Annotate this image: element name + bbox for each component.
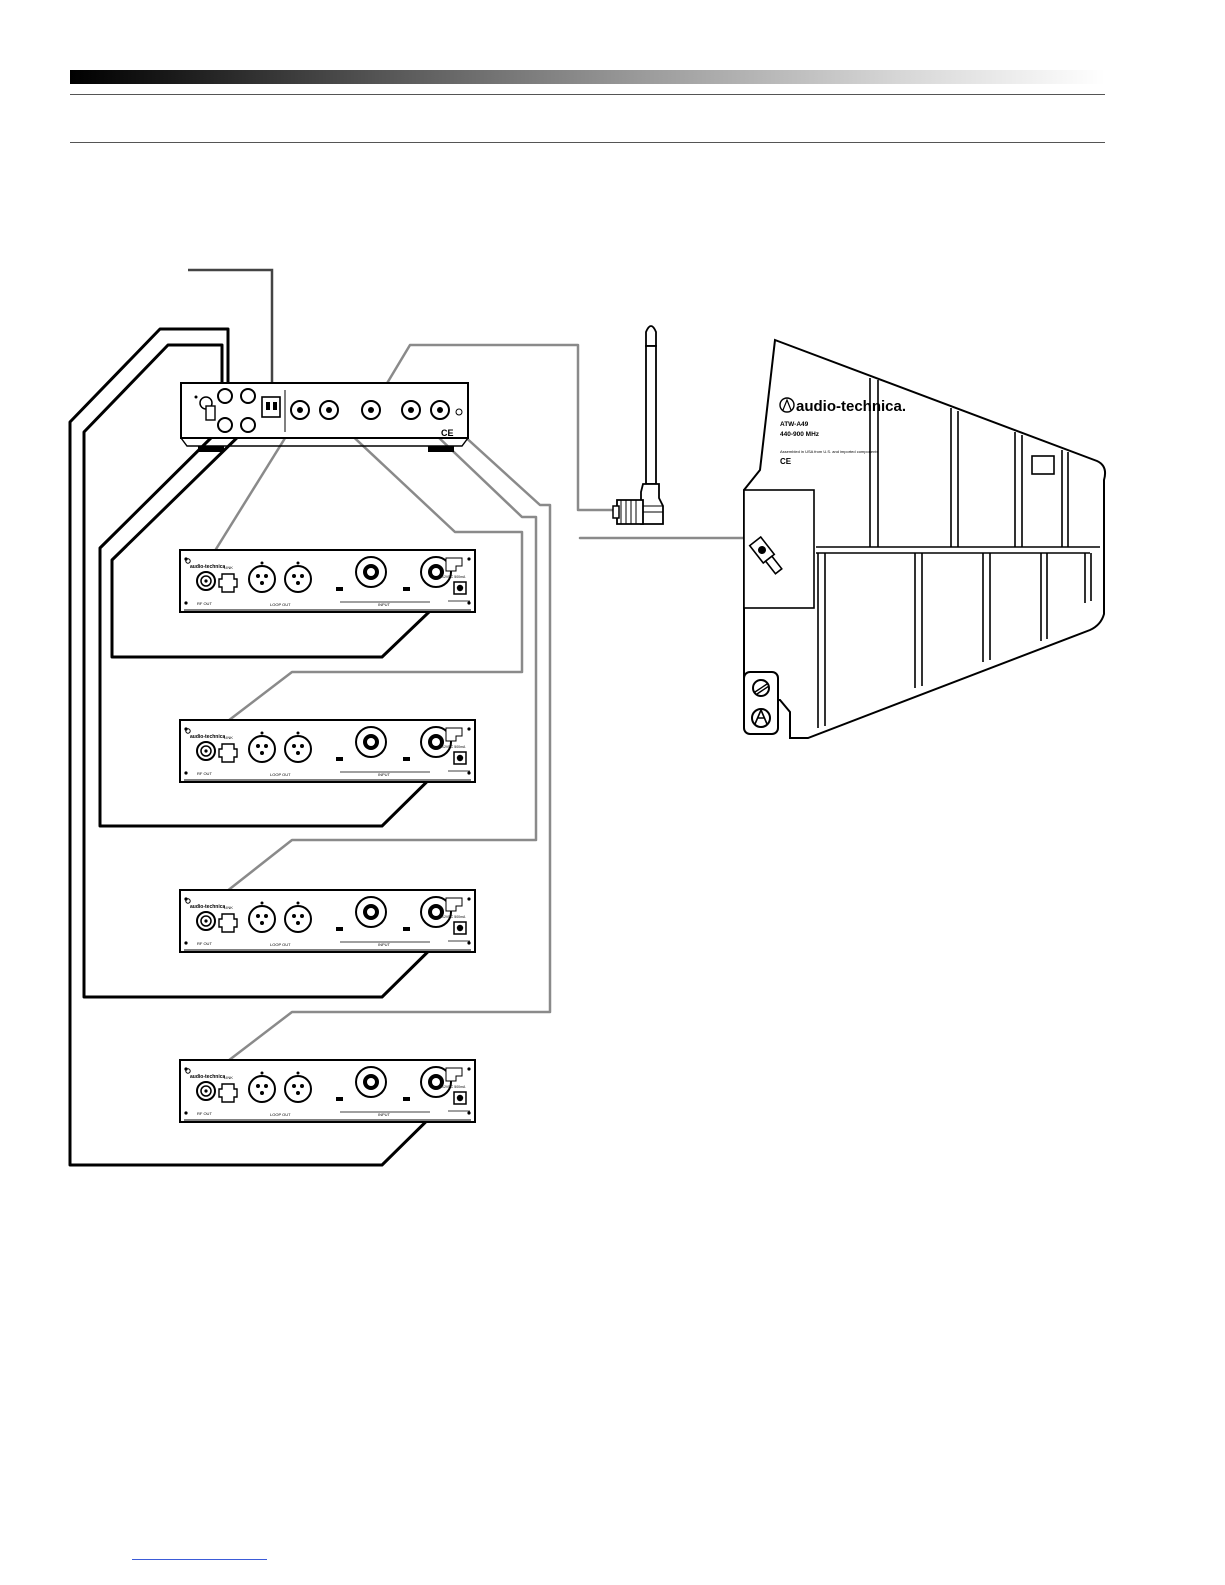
link-label: LINK <box>224 565 233 570</box>
transmitter-brand: audio-technica <box>190 734 226 740</box>
antenna-assembly-note: Assembled in USA from U.S. and imported … <box>780 449 879 454</box>
footer-link-underline <box>132 1559 267 1560</box>
loop-out-label: LOOP OUT <box>270 602 291 607</box>
rf-cables <box>201 413 552 1081</box>
rf-out-label: RF OUT <box>197 1111 212 1116</box>
power-label: 12VDC 500mA <box>442 575 466 579</box>
power-label: 12VDC 500mA <box>442 915 466 919</box>
splitter-ce-mark: CE <box>441 428 454 438</box>
antenna-ce-mark: CE <box>780 457 792 466</box>
input-label: INPUT <box>378 772 391 777</box>
rf-out-label: RF OUT <box>197 601 212 606</box>
loop-out-label: LOOP OUT <box>270 942 291 947</box>
rf-out-label: RF OUT <box>197 771 212 776</box>
input-label: INPUT <box>378 942 391 947</box>
transmitter-unit-3: audio-technica RF OUT LINK LOOP OUT INPU… <box>179 889 476 953</box>
power-cables <box>68 327 454 1167</box>
whip-antenna <box>612 325 664 525</box>
loop-out-label: LOOP OUT <box>270 1112 291 1117</box>
transmitter-unit-4: audio-technica RF OUT LINK LOOP OUT INPU… <box>179 1059 476 1123</box>
header-rule-bottom <box>70 142 1105 143</box>
link-label: LINK <box>224 1075 233 1080</box>
input-label: INPUT <box>378 602 391 607</box>
antenna-distribution-unit: CE <box>180 382 469 452</box>
power-label: 12VDC 500mA <box>442 745 466 749</box>
transmitter-brand: audio-technica <box>190 1074 226 1080</box>
transmitter-brand: audio-technica <box>190 564 226 570</box>
transmitter-unit-1: audio-technica RF OUT LINK LOOP OUT INPU… <box>179 549 476 613</box>
link-label: LINK <box>224 905 233 910</box>
antenna-brand: audio-technica. <box>796 398 906 415</box>
rf-out-label: RF OUT <box>197 941 212 946</box>
header-rule-top <box>70 94 1105 95</box>
transmitter-unit-2: audio-technica RF OUT LINK LOOP OUT INPU… <box>179 719 476 783</box>
antenna-cable <box>369 343 760 540</box>
power-label: 12VDC 500mA <box>442 1085 466 1089</box>
antenna-model: ATW-A49 <box>780 421 809 428</box>
header-gradient-bar <box>70 70 1105 84</box>
directional-antenna: audio-technica. ATW-A49 440-900 MHz Asse… <box>743 338 1107 739</box>
transmitter-brand: audio-technica <box>190 904 226 910</box>
link-label: LINK <box>224 735 233 740</box>
antenna-frequency: 440-900 MHz <box>780 431 820 438</box>
power-supply-lead <box>188 268 274 393</box>
input-label: INPUT <box>378 1112 391 1117</box>
loop-out-label: LOOP OUT <box>270 772 291 777</box>
